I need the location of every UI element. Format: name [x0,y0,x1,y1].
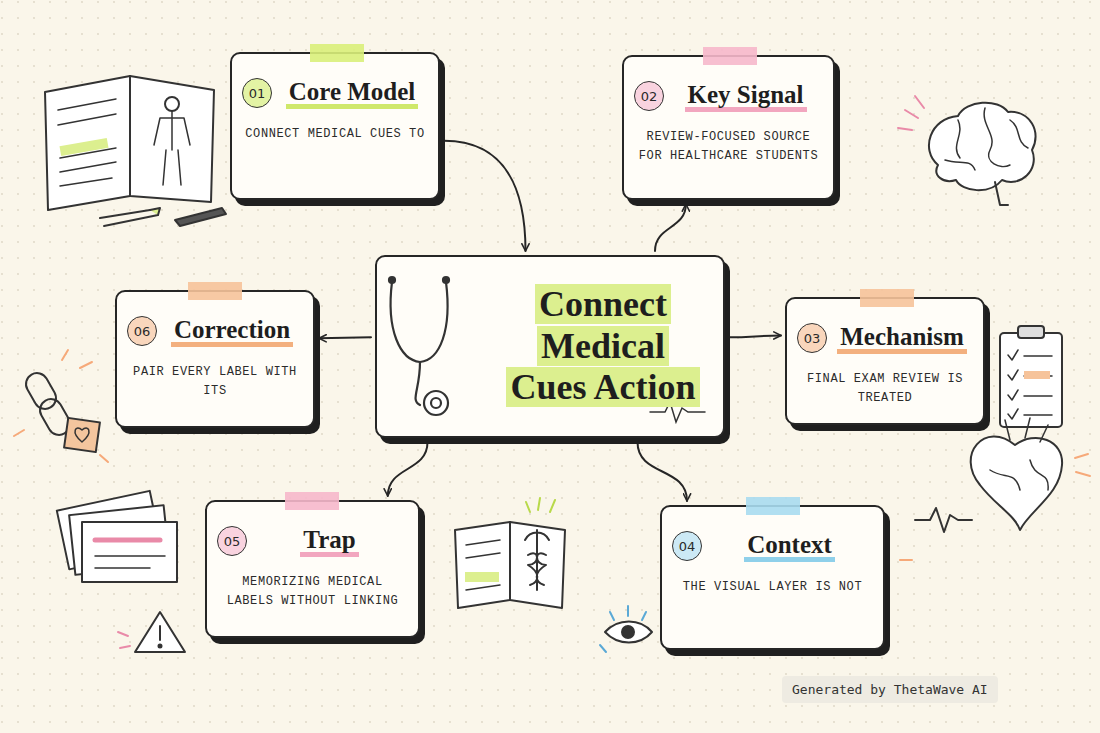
tape [188,282,242,300]
concept-card: ContextTHE VISUAL LAYER IS NOT 04 [660,505,885,650]
card-title: Core Model [286,78,419,109]
callout-number: 04 [679,539,696,554]
connector-arrow [729,335,781,337]
callout-number: 05 [224,534,241,549]
card-body: MEMORIZING MEDICAL LABELS WITHOUT LINKIN… [217,573,408,610]
card-body: PAIR EVERY LABEL WITH ITS [127,363,303,400]
step-badge: 06 [127,316,157,346]
tape [703,47,757,65]
card-body: REVIEW-FOCUSED SOURCE FOR HEALTHCARE STU… [634,128,823,165]
card-title: Correction [171,316,293,347]
callout-number: 06 [134,324,151,339]
stethoscope [389,277,705,422]
watermark: Generated by ThetaWave AI [782,676,998,703]
step-badge: 01 [242,78,272,108]
step-badge: 03 [797,323,827,353]
card-body: THE VISUAL LAYER IS NOT [672,578,873,597]
card-body: CONNECT MEDICAL CUES TO [242,125,428,144]
central-topic-box: Connect Medical Cues Action [375,255,725,438]
step-badge: 02 [634,81,664,111]
connector-arrow [638,442,688,501]
connector-arrow [319,336,371,339]
connector-arrow [655,204,686,251]
tape [285,492,339,510]
step-badge: 04 [672,531,702,561]
connector-arrow [388,442,428,496]
callout-number: 03 [804,331,821,346]
concept-card: MechanismFINAL EXAM REVIEW IS TREATED 03 [785,297,985,425]
central-topic: Connect Medical Cues Action [497,284,709,408]
concept-card: CorrectionPAIR EVERY LABEL WITH ITS 06 [115,290,315,428]
card-title: Trap [300,526,358,557]
step-badge: 05 [217,526,247,556]
connector-arrow [444,141,526,251]
tape [860,289,914,307]
concept-card: Core ModelCONNECT MEDICAL CUES TO 01 [230,52,440,200]
card-title: Context [744,531,835,562]
card-body: FINAL EXAM REVIEW IS TREATED [797,370,973,407]
tape [746,497,800,515]
card-title: Key Signal [685,81,807,112]
concept-card: Key SignalREVIEW-FOCUSED SOURCE FOR HEAL… [622,55,835,200]
callout-number: 01 [249,86,266,101]
tape [310,44,364,62]
card-title: Mechanism [837,323,967,354]
callout-number: 02 [641,89,658,104]
concept-card: TrapMEMORIZING MEDICAL LABELS WITHOUT LI… [205,500,420,638]
